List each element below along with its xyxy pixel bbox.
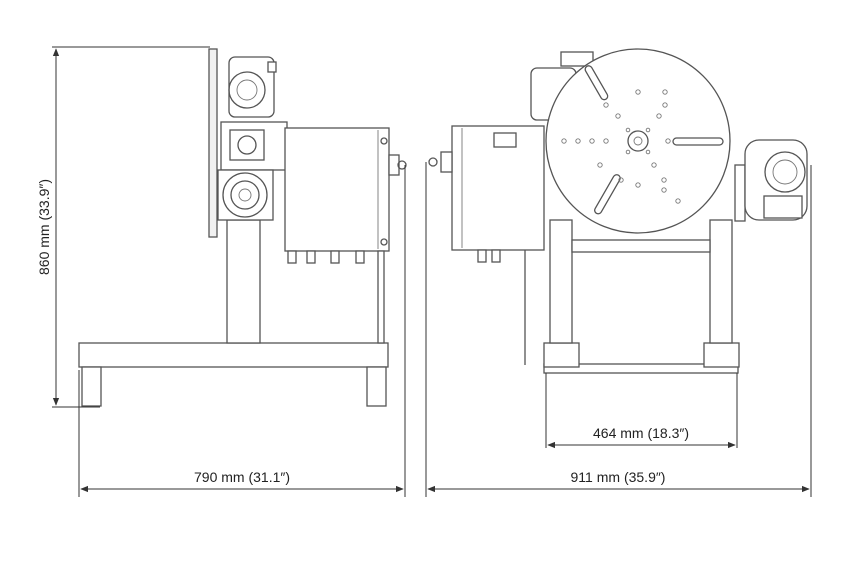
front-leg-right bbox=[709, 219, 733, 344]
side-column bbox=[226, 219, 261, 344]
front-base bbox=[543, 363, 739, 374]
front-gear-motor bbox=[734, 164, 746, 222]
side-gear-hub bbox=[217, 169, 274, 221]
side-foot-left bbox=[81, 366, 102, 407]
side-table-plate bbox=[208, 48, 218, 238]
front-width-dimension-label: 911 mm (35.9″) bbox=[571, 469, 666, 485]
base-dimension-label: 464 mm (18.3″) bbox=[593, 425, 689, 441]
side-width-dimension-label: 790 mm (31.1″) bbox=[194, 469, 290, 485]
side-view bbox=[78, 48, 407, 407]
dimension-lines: 860 mm (33.9″) 790 mm (31.1″) 911 mm (35… bbox=[36, 46, 812, 497]
front-foot-left bbox=[543, 342, 580, 368]
side-base-beam bbox=[78, 342, 389, 368]
front-rotating-table bbox=[545, 48, 731, 234]
side-cabinet bbox=[284, 127, 390, 252]
height-dimension-label: 860 mm (33.9″) bbox=[36, 179, 52, 275]
front-view bbox=[428, 48, 808, 374]
front-foot-right bbox=[703, 342, 740, 368]
side-foot-right bbox=[366, 366, 387, 407]
front-leg-left bbox=[549, 219, 573, 344]
